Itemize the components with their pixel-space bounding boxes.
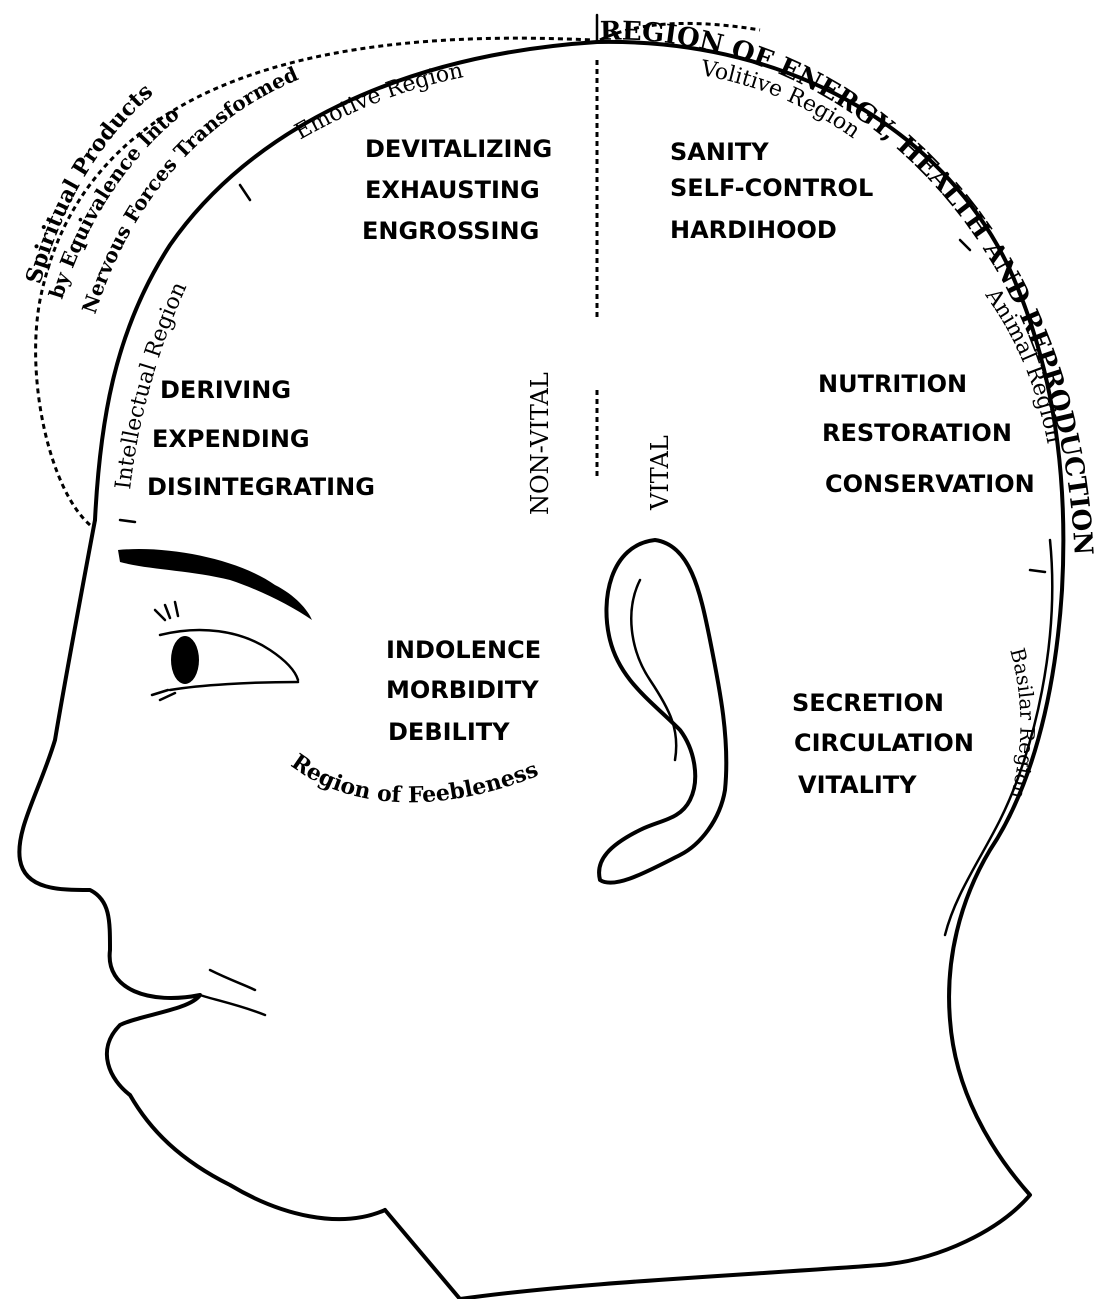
animal-term: CONSERVATION (825, 470, 1035, 498)
eyelid-upper (158, 628, 300, 682)
emotive-term: DEVITALIZING (365, 135, 552, 163)
svg-text:Basilar Region: Basilar Region (1005, 645, 1039, 801)
animal-term: NUTRITION (818, 370, 967, 398)
svg-text:Spiritual Products: Spiritual Products (21, 78, 158, 286)
basilar-term: CIRCULATION (794, 729, 974, 757)
eyebrow (118, 549, 312, 620)
tick-mark (958, 238, 972, 252)
emotive-term: ENGROSSING (362, 217, 539, 245)
basilar-region-label: Basilar Region (1005, 645, 1039, 801)
eye-iris (171, 636, 199, 684)
face-profile (17, 518, 387, 1222)
basilar-term: VITALITY (798, 771, 917, 799)
feebleness-terms: INDOLENCE MORBIDITY DEBILITY (386, 636, 541, 746)
mouth-line (198, 993, 267, 1017)
cheek-line (208, 968, 257, 992)
basilar-terms: SECRETION CIRCULATION VITALITY (792, 689, 974, 799)
vital-label: VITAL (646, 435, 674, 511)
emotive-terms: DEVITALIZING EXHAUSTING ENGROSSING (362, 135, 552, 245)
animal-terms: NUTRITION RESTORATION CONSERVATION (818, 370, 1035, 498)
non-vital-label: NON-VITAL (526, 372, 554, 515)
feebleness-term: INDOLENCE (386, 636, 541, 664)
volitive-term: SELF-CONTROL (670, 174, 873, 202)
spiritual-dashed-arc (34, 36, 593, 527)
spiritual-label-line3: Spiritual Products (21, 78, 158, 286)
tick-mark (118, 518, 137, 524)
lashes-lower (150, 688, 177, 702)
intellectual-term: EXPENDING (152, 425, 310, 453)
intellectual-term: DERIVING (160, 376, 291, 404)
neck-line (383, 1208, 462, 1299)
lashes (153, 600, 180, 622)
tick-mark (1028, 568, 1047, 574)
ear (597, 538, 729, 885)
volitive-term: HARDIHOOD (670, 216, 837, 244)
feebleness-term: MORBIDITY (386, 676, 539, 704)
inner-basilar-line (943, 538, 1054, 937)
eye-lower (168, 680, 300, 692)
basilar-term: SECRETION (792, 689, 944, 717)
volitive-term: SANITY (670, 138, 769, 166)
emotive-region-label: Emotive Region (291, 58, 466, 145)
head-outline (93, 39, 1066, 1299)
intellectual-term: DISINTEGRATING (147, 473, 375, 501)
animal-term: RESTORATION (822, 419, 1012, 447)
svg-text:Emotive Region: Emotive Region (291, 58, 466, 145)
svg-text:Region of Feebleness: Region of Feebleness (286, 749, 541, 809)
emotive-term: EXHAUSTING (365, 176, 540, 204)
intellectual-terms: DERIVING EXPENDING DISINTEGRATING (147, 376, 375, 501)
feebleness-term: DEBILITY (388, 718, 510, 746)
volitive-terms: SANITY SELF-CONTROL HARDIHOOD (670, 138, 873, 244)
ear-inner (630, 578, 678, 762)
tick-mark (238, 183, 252, 202)
feebleness-region-label: Region of Feebleness (286, 749, 541, 809)
energy-dashed-arc (599, 21, 761, 42)
